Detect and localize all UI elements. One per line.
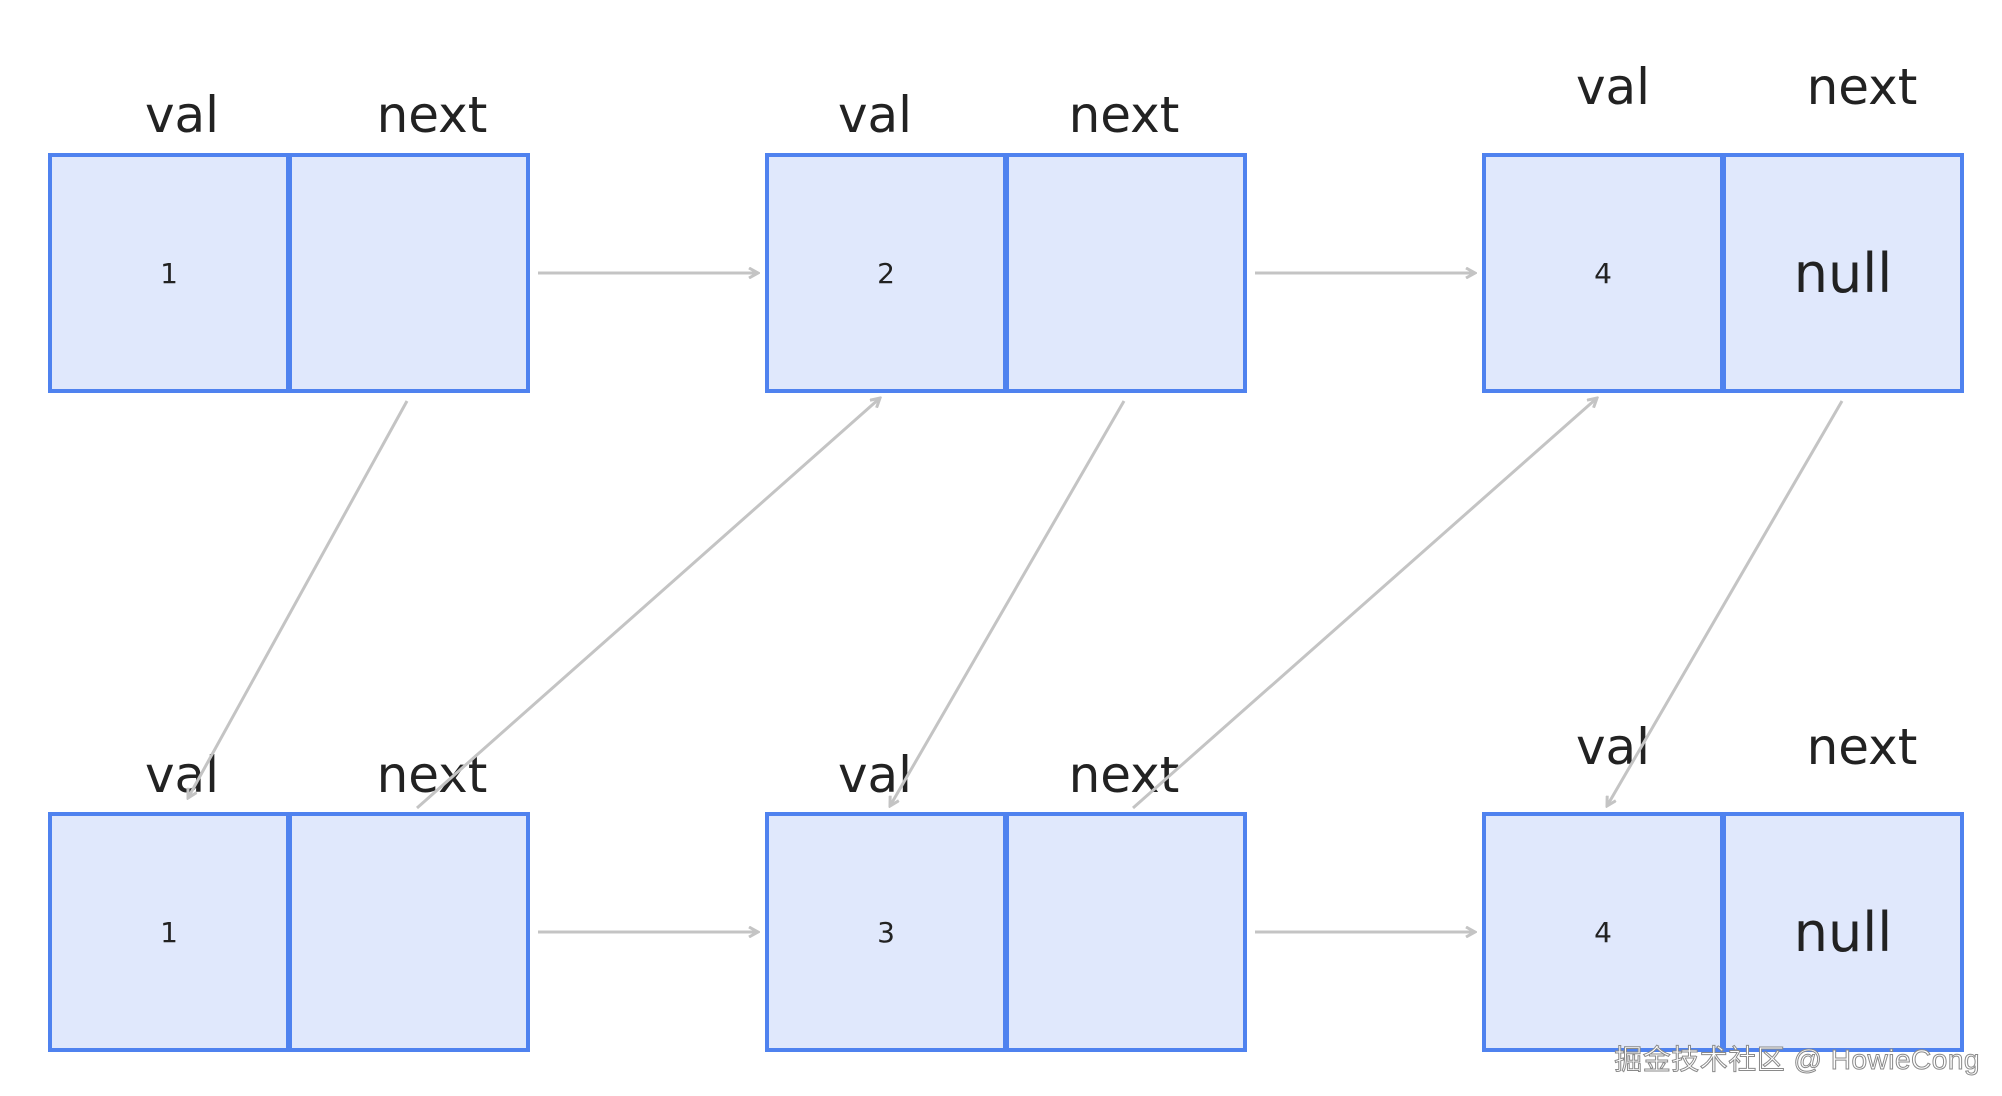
arrow-top1-next-to-bottom1 <box>188 400 409 798</box>
top-node-1-val-header: val <box>144 86 220 144</box>
arrow-top3-next-to-bottom3 <box>1607 400 1844 806</box>
bottom-node-3-next-cell: null <box>1722 812 1964 1052</box>
top-node-2-value: 2 <box>877 256 895 290</box>
bottom-node-2-val-cell: 3 <box>765 812 1007 1052</box>
bottom-node-3-value: 4 <box>1594 915 1612 949</box>
arrow-bottom2-next-to-top3 <box>1132 398 1597 810</box>
arrow-top2-next-to-bottom2 <box>890 400 1126 806</box>
bottom-node-1-val-header: val <box>144 746 220 804</box>
top-node-2-next-header: next <box>1068 86 1180 144</box>
top-node-1-value: 1 <box>160 256 178 290</box>
top-node-1-next-cell <box>288 153 530 393</box>
top-node-1-next-header: next <box>376 86 488 144</box>
arrow-bottom1-next-to-top2 <box>416 398 880 810</box>
bottom-node-3-next-header: next <box>1806 718 1918 776</box>
top-node-2-val-cell: 2 <box>765 153 1007 393</box>
bottom-node-2-value: 3 <box>877 915 895 949</box>
bottom-node-3-val-cell: 4 <box>1482 812 1724 1052</box>
top-node-2-next-cell <box>1005 153 1247 393</box>
bottom-node-2-val-header: val <box>837 746 913 804</box>
top-node-2-val-header: val <box>837 86 913 144</box>
bottom-node-1-val-cell: 1 <box>48 812 290 1052</box>
bottom-node-2-next-cell <box>1005 812 1247 1052</box>
top-node-3-next-header: next <box>1806 58 1918 116</box>
bottom-node-3-null: null <box>1793 900 1893 964</box>
top-node-3-value: 4 <box>1594 256 1612 290</box>
bottom-node-3-val-header: val <box>1575 718 1651 776</box>
top-node-3-null: null <box>1793 241 1893 305</box>
bottom-node-1-value: 1 <box>160 915 178 949</box>
bottom-node-2-next-header: next <box>1068 746 1180 804</box>
top-node-3-next-cell: null <box>1722 153 1964 393</box>
top-node-3-val-header: val <box>1575 58 1651 116</box>
watermark: 掘金技术社区 @ HowieCong <box>1614 1044 1980 1076</box>
bottom-node-1-next-cell <box>288 812 530 1052</box>
